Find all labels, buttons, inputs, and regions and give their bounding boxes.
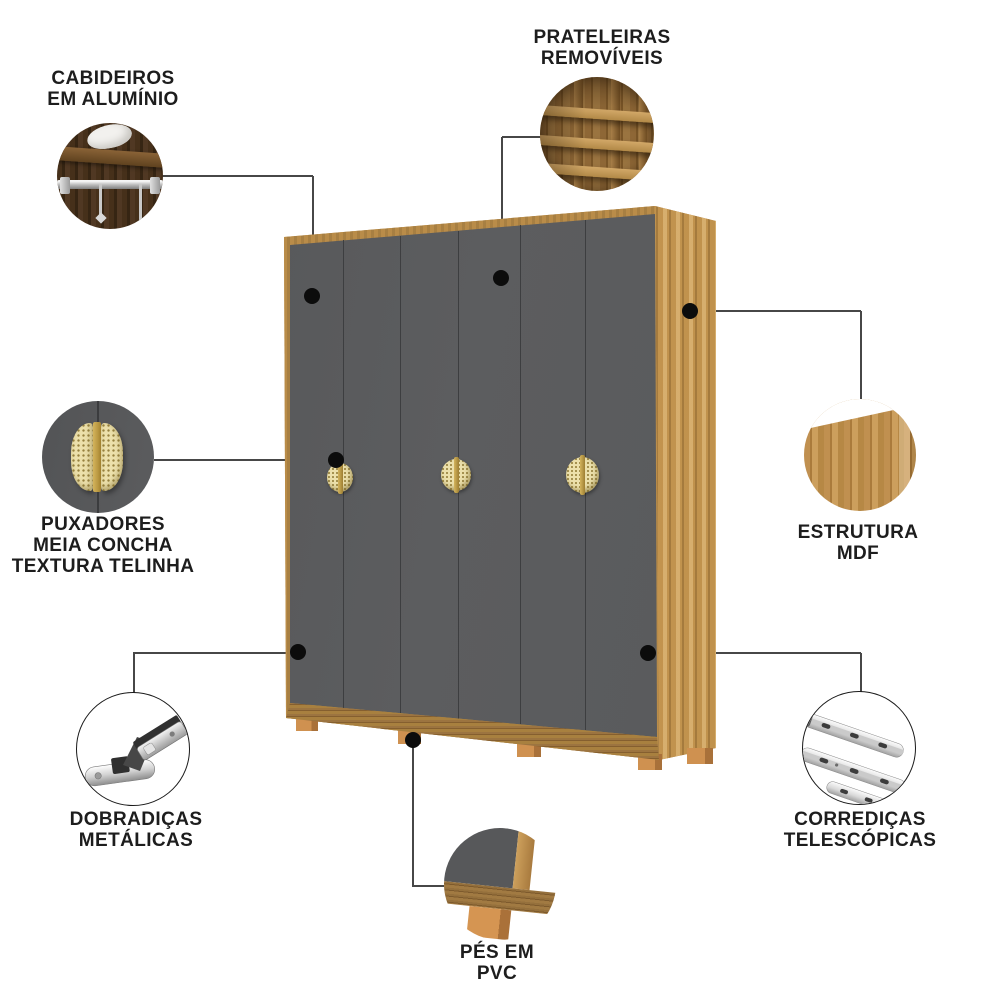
- slides-drawing: [803, 712, 906, 804]
- foot-closeup: [444, 828, 556, 940]
- closet-shelf-beam: [57, 145, 163, 168]
- hinge-drawing: [84, 715, 188, 787]
- dobradicas-line-v: [133, 653, 135, 693]
- dobradicas-dot: [290, 644, 306, 660]
- shelf-divider-3: [639, 77, 648, 191]
- puxadores-label: PUXADORES MEIA CONCHA TEXTURA TELINHA: [11, 514, 195, 577]
- mdf-edge-shade: [910, 399, 916, 511]
- door-handle-3: [566, 455, 599, 495]
- puxadores-dot: [328, 452, 344, 468]
- telescopic-slide-icon: [802, 691, 916, 805]
- estrutura-line-h: [690, 310, 861, 312]
- wardrobe-foot-5: [687, 748, 713, 764]
- estrutura-dot: [682, 303, 698, 319]
- foot-door-corner: [444, 828, 519, 889]
- shelf-shading: [540, 77, 654, 191]
- cabideiros-label: CABIDEIROS EM ALUMÍNIO: [47, 68, 179, 110]
- pes-line-v: [412, 740, 414, 886]
- handle-half-right: [101, 423, 123, 491]
- pes-line-h: [412, 885, 445, 887]
- hanger-pendant: [95, 212, 107, 224]
- aluminum-rod-icon: [57, 123, 163, 229]
- shelf-divider-2: [610, 77, 620, 191]
- puxadores-line-h: [154, 459, 336, 461]
- rod-end-cap-right: [149, 177, 160, 195]
- handle-half-left: [71, 423, 93, 491]
- door-gap-4: [520, 225, 522, 724]
- handle-closeup: [71, 421, 125, 493]
- foot-pvc-block: [466, 905, 512, 940]
- dobradicas-line-h: [133, 652, 298, 654]
- pvc-foot-icon: [444, 828, 556, 940]
- hanger-hook-2: [138, 184, 142, 227]
- shelf-divider-1: [574, 77, 584, 191]
- mdf-wood-grain-icon: [804, 399, 916, 511]
- metal-hinge-icon: [76, 692, 190, 806]
- white-cloth: [85, 123, 133, 152]
- pes-dot: [405, 732, 421, 748]
- estrutura-line-v: [860, 311, 862, 400]
- prateleiras-dot: [493, 270, 509, 286]
- prateleiras-line-h: [502, 136, 542, 138]
- hanging-rod: [57, 180, 163, 190]
- corredicas-line-h: [648, 652, 861, 654]
- door-gap-2: [400, 236, 402, 713]
- estrutura-label: ESTRUTURA MDF: [797, 522, 919, 564]
- shell-handle-icon: [42, 401, 154, 513]
- pes-label: PÉS EM PVC: [459, 942, 535, 984]
- corredicas-dot: [640, 645, 656, 661]
- door-handle-2: [441, 457, 471, 493]
- cabideiros-dot: [304, 288, 320, 304]
- rod-end-cap-left: [60, 177, 71, 195]
- removable-shelves-icon: [540, 77, 654, 191]
- dobradicas-label: DOBRADIÇAS METÁLICAS: [69, 809, 203, 851]
- mdf-light-strip: [899, 399, 911, 511]
- handle-gold-bar: [93, 421, 101, 493]
- prateleiras-label: PRATELEIRAS REMOVÍVEIS: [533, 27, 671, 69]
- corredicas-label: CORREDIÇAS TELESCÓPICAS: [783, 809, 937, 851]
- prateleiras-line-v: [501, 137, 503, 278]
- door-handle-1: [327, 461, 353, 494]
- corredicas-line-v: [860, 653, 862, 692]
- cabideiros-line-h: [162, 175, 313, 177]
- hanger-hook-1: [99, 184, 103, 217]
